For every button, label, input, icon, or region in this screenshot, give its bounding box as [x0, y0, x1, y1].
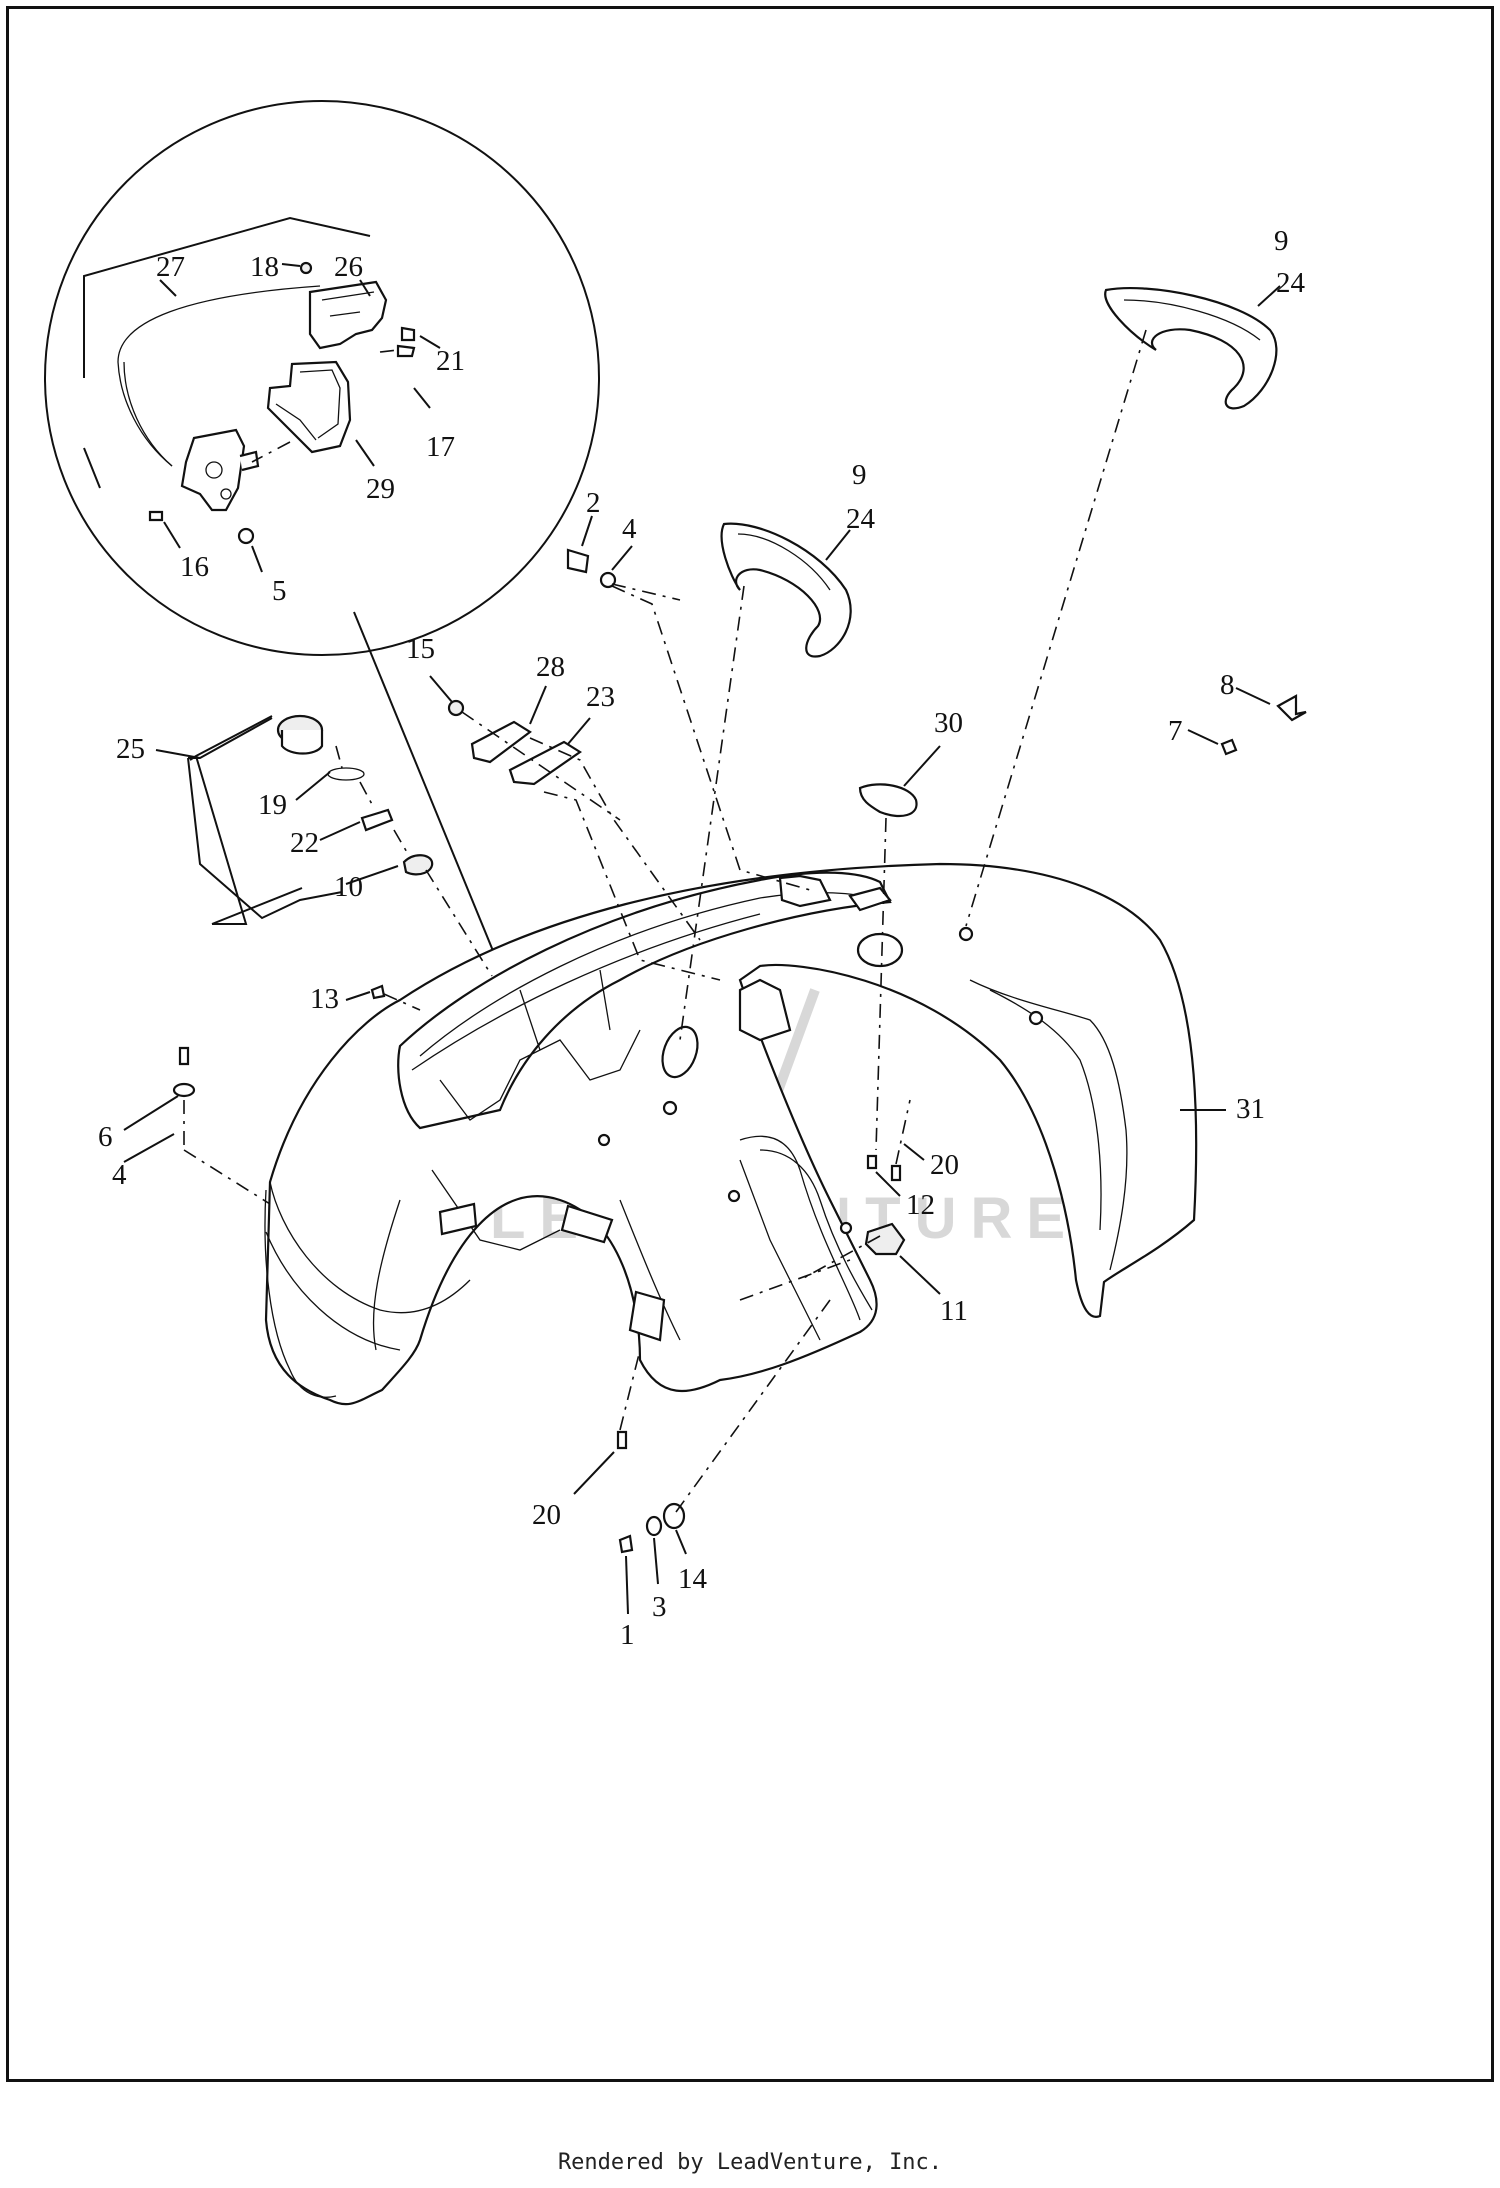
callout-18: 18	[250, 251, 279, 283]
callout-17: 17	[426, 431, 455, 463]
callout-21: 21	[436, 345, 465, 377]
callout-20-right: 20	[930, 1149, 959, 1181]
callout-7: 7	[1168, 715, 1183, 747]
callout-27: 27	[156, 251, 185, 283]
callout-12: 12	[906, 1189, 935, 1221]
callouts: 27 18 26 21 17 29 16 5 9 24 9 24 2 4 15 …	[98, 225, 1306, 1651]
callout-29: 29	[366, 473, 395, 505]
callout-22: 22	[290, 827, 319, 859]
saddlebag-lid-body	[264, 862, 1198, 1406]
callout-13: 13	[310, 983, 339, 1015]
callout-3: 3	[652, 1591, 667, 1623]
callout-16: 16	[180, 551, 209, 583]
callout-24-front: 24	[846, 503, 876, 535]
callout-10: 10	[334, 871, 363, 903]
callout-25: 25	[116, 733, 145, 765]
inset-leader-line	[353, 611, 515, 1003]
lock-assembly	[187, 714, 493, 977]
callout-19: 19	[258, 789, 287, 821]
callout-1: 1	[620, 1619, 635, 1651]
leader-lines	[123, 285, 1281, 1615]
callout-30: 30	[934, 707, 963, 739]
callout-20-bottom: 20	[532, 1499, 561, 1531]
handle-front	[720, 522, 852, 658]
callout-28: 28	[536, 651, 565, 683]
callout-5: 5	[272, 575, 287, 607]
handle-rear	[1104, 287, 1278, 410]
footer-credit: Rendered by LeadVenture, Inc.	[557, 2150, 943, 2175]
callout-4-left: 4	[112, 1159, 127, 1191]
callout-8: 8	[1220, 669, 1235, 701]
callout-9-rear: 9	[1274, 225, 1289, 257]
latch-detail-inset	[44, 100, 600, 656]
callout-31: 31	[1236, 1093, 1265, 1125]
callout-26: 26	[334, 251, 363, 283]
assembly-lines	[183, 329, 1147, 1513]
callout-15: 15	[406, 633, 435, 665]
cap-30	[858, 783, 918, 818]
callout-24-rear: 24	[1276, 267, 1306, 299]
callout-6: 6	[98, 1121, 113, 1153]
callout-2: 2	[586, 487, 601, 519]
callout-23: 23	[586, 681, 615, 713]
callout-14: 14	[678, 1563, 708, 1595]
callout-4-top: 4	[622, 513, 637, 545]
callout-9-front: 9	[852, 459, 867, 491]
hardware	[172, 548, 1307, 1554]
callout-11: 11	[940, 1295, 968, 1327]
